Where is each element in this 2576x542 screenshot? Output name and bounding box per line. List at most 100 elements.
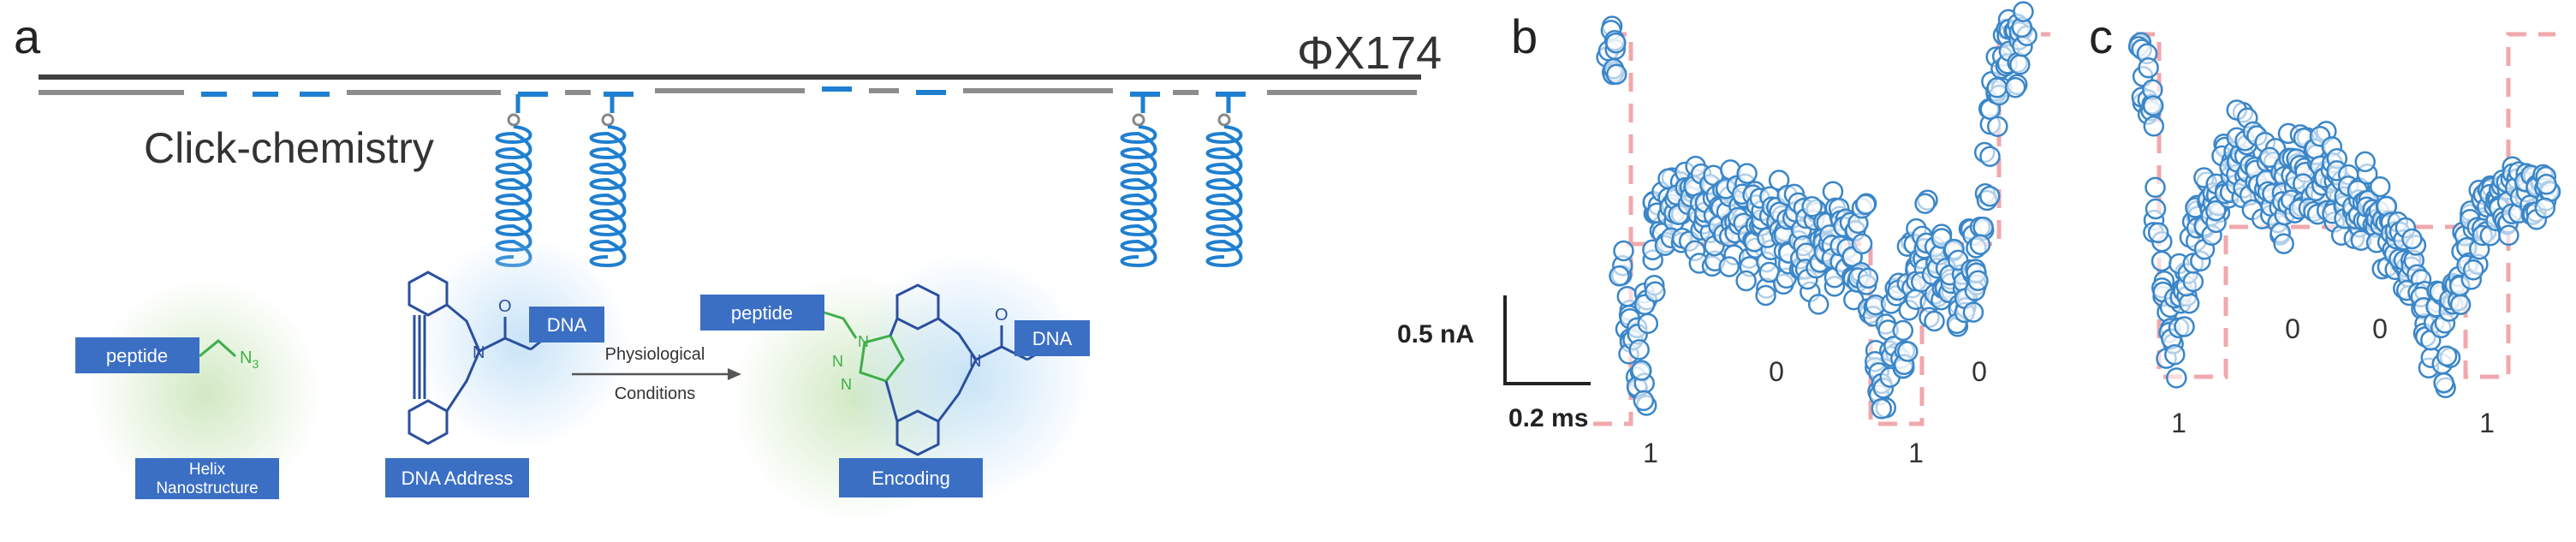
data-point (1851, 233, 1873, 255)
data-point (1735, 270, 1757, 292)
product-dna-box (1014, 320, 1090, 356)
linker-bond (824, 311, 858, 339)
data-point (1969, 234, 1991, 255)
arrow-label-2: Conditions (615, 384, 696, 403)
dna-address-box (385, 458, 529, 497)
triazole-n-label: N (858, 333, 869, 350)
amide-bond (479, 337, 506, 353)
data-point (2401, 228, 2423, 250)
data-point (1962, 301, 1984, 323)
amide-bond (504, 337, 532, 351)
product-peptide-box (700, 295, 824, 331)
azide-linker (199, 339, 237, 358)
data-point (2182, 271, 2204, 293)
scale-current-label: 0.5 nA (1397, 320, 1474, 348)
dna-address-label: DNA Address (402, 468, 514, 489)
data-point (1637, 313, 1659, 335)
dbco-structure (408, 271, 549, 445)
data-point (1979, 146, 2001, 167)
data-point (1606, 63, 1627, 85)
data-point (2013, 1, 2034, 22)
data-point (2433, 372, 2454, 394)
scale-time-label: 0.2 ms (1508, 404, 1588, 432)
data-point (2436, 345, 2458, 367)
amide-o-label: O (995, 306, 1008, 325)
helix-group (495, 94, 1243, 268)
data-point (2004, 76, 2026, 98)
bit-label: 0 (2372, 313, 2388, 344)
amide-n-label: N (969, 352, 981, 371)
data-point (2354, 151, 2376, 173)
staple-strand (39, 86, 1417, 97)
bit-label: 1 (2171, 408, 2186, 438)
panel-a-letter: a (14, 9, 41, 63)
benzene-ring (895, 409, 940, 456)
trace-b (1596, 1, 2038, 420)
data-point (1979, 185, 2001, 207)
helix-coil (589, 125, 627, 268)
helix-nanostructure-box (135, 458, 279, 499)
data-point (1807, 294, 1829, 315)
data-point (1633, 390, 1655, 412)
data-point (1609, 265, 1630, 287)
helix-coil (1205, 125, 1243, 268)
data-point (1914, 193, 1936, 214)
reaction-arrow-head (728, 368, 741, 380)
peptide-box (75, 337, 199, 373)
data-point (1967, 270, 1989, 291)
data-point (2147, 222, 2169, 244)
data-point (2143, 116, 2165, 137)
data-point (2145, 198, 2167, 220)
data-point (1605, 32, 1627, 54)
product-dna-label: DNA (1032, 328, 1073, 349)
bit-label: 1 (1908, 438, 1924, 468)
amide-o-label: O (498, 297, 512, 316)
data-point (1736, 163, 1758, 184)
azide-label: N3 (240, 348, 259, 371)
phage-label: ΦX174 (1297, 27, 1442, 79)
data-point (1755, 284, 1776, 307)
data-point (1718, 256, 1740, 277)
data-point (2145, 176, 2166, 199)
bit-frame (1588, 32, 1633, 426)
triazole-n-label: N (832, 353, 843, 370)
click-linker (601, 113, 615, 127)
data-point (2498, 224, 2519, 247)
trace-c (2127, 32, 2561, 399)
bit-label: 0 (1972, 356, 1987, 387)
panel-c-letter: c (2089, 9, 2113, 63)
click-linker (507, 113, 521, 127)
panel-b: b 0.5 nA 0.2 ms 1 0 1 0 (1397, 1, 2050, 468)
encoding-box (839, 458, 983, 497)
dna-box (529, 307, 604, 342)
data-point (1854, 194, 1877, 216)
data-point (1987, 116, 2008, 137)
panel-c: c 1 0 0 1 (2089, 9, 2561, 438)
data-point (2166, 367, 2187, 389)
data-point (2174, 316, 2195, 337)
peptide-box-label: peptide (106, 345, 168, 366)
data-point (1897, 341, 1919, 362)
data-point (2164, 343, 2186, 366)
data-point (2178, 292, 2200, 314)
data-point (1871, 398, 1893, 420)
data-point (2273, 233, 2294, 254)
green-glow (90, 278, 321, 509)
data-point (2462, 259, 2484, 281)
triazole-n-label: N (841, 376, 852, 393)
click-chemistry-label: Click-chemistry (144, 124, 434, 172)
bit-label: 1 (2479, 408, 2495, 438)
encoding-label: Encoding (872, 468, 950, 489)
click-linker (1217, 113, 1231, 127)
ring-bond (884, 380, 899, 422)
data-point (2536, 174, 2557, 195)
click-linker (1132, 113, 1145, 127)
data-point (1972, 216, 1994, 238)
bit-label: 0 (2285, 313, 2300, 344)
data-point (1857, 267, 1879, 289)
data-point (2138, 57, 2159, 79)
blue-glow (415, 235, 629, 450)
dna-box-label: DNA (547, 314, 587, 336)
